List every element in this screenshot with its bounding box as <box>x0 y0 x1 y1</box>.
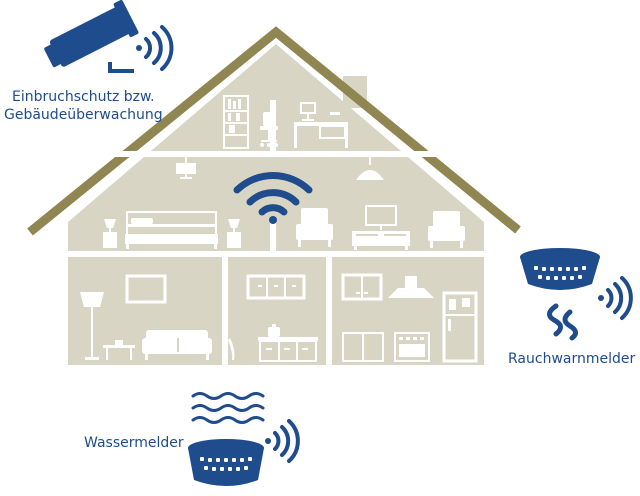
middle-floor-furniture <box>103 157 465 250</box>
smoke-detector-icon <box>520 248 600 290</box>
tv-icon <box>352 205 410 250</box>
kitchen-cabinet-icon <box>342 332 384 362</box>
water-waves-icon <box>191 392 265 424</box>
wireless-signal-icon <box>265 419 300 463</box>
floor-lamp-icon <box>80 292 104 360</box>
wifi-icon <box>233 172 313 224</box>
attic-furniture <box>223 95 348 149</box>
wall-ground-1 <box>222 257 228 365</box>
camera-label-line2: Gebäudeüberwachung <box>4 107 163 123</box>
roof <box>27 26 521 236</box>
range-hood-icon <box>388 276 434 298</box>
camera-label: Einbruchschutz bzw. Gebäudeüberwachung <box>4 88 163 124</box>
ground-floor-furniture <box>80 273 478 363</box>
water-detector-icon <box>188 439 264 486</box>
security-camera-icon <box>44 0 139 73</box>
office-chair-icon <box>260 112 278 147</box>
ceiling-lamp-icon <box>356 157 384 180</box>
wall-ground-2 <box>326 257 332 365</box>
armchair-icon <box>296 208 333 247</box>
wall-cabinet-icon <box>341 273 383 301</box>
camera-label-line1: Einbruchschutz bzw. <box>12 89 155 105</box>
umbrella-icon <box>228 338 235 360</box>
wireless-signal-icon <box>598 276 633 320</box>
wifi-stand <box>270 218 276 251</box>
nightstand-lamp-icon <box>103 219 117 248</box>
attic-floor <box>68 151 484 157</box>
ceiling-lamp-icon <box>176 157 196 179</box>
fridge-icon <box>442 291 478 363</box>
wireless-signal-icon <box>136 25 174 71</box>
sofa-icon <box>142 330 212 360</box>
armchair-icon <box>428 211 465 248</box>
smoke-detector-label: Rauchwarnmelder <box>508 351 636 367</box>
picture-frame-icon <box>125 274 167 304</box>
nightstand-lamp-icon <box>227 219 241 248</box>
wall-cabinet-icon <box>246 274 306 300</box>
side-table-icon <box>103 340 135 360</box>
bookshelf-icon <box>223 95 249 149</box>
stove-icon <box>394 332 430 362</box>
ground-floor-ceiling <box>68 251 484 257</box>
kitchen-counter-icon <box>258 337 318 362</box>
smoke-icon <box>547 303 578 341</box>
desk-icon <box>294 102 348 148</box>
bed-icon <box>125 211 218 249</box>
kettle-icon <box>268 324 280 337</box>
water-detector-label: Wassermelder <box>84 435 184 451</box>
